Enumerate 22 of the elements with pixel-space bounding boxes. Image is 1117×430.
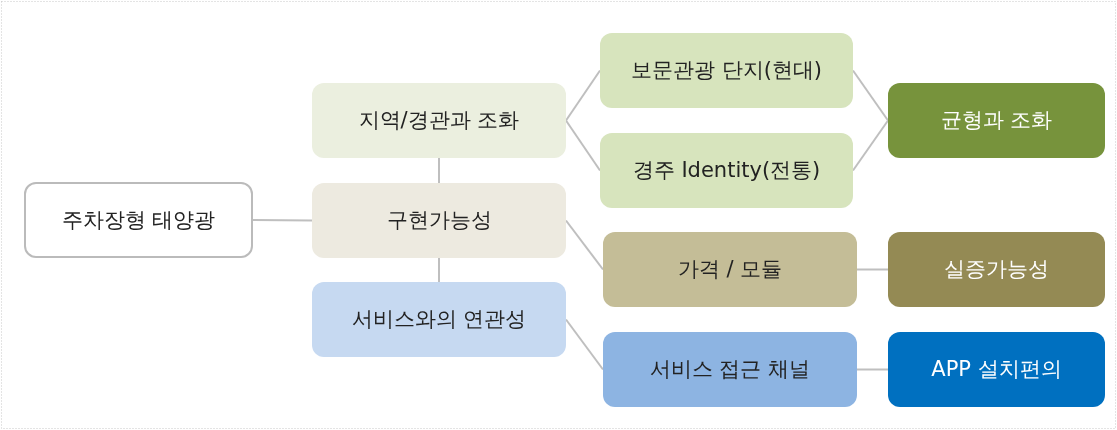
topic-box: APP 설치편의 (888, 332, 1105, 407)
connector-line (852, 119, 889, 172)
topic-box: 실증가능성 (888, 232, 1105, 307)
connector-line (252, 219, 313, 222)
topic-box: 지역/경관과 조화 (312, 83, 566, 158)
topic-box: 경주 Identity(전통) (600, 133, 853, 208)
connector-line (438, 257, 440, 283)
topic-box: 균형과 조화 (888, 83, 1105, 158)
connector-line (856, 268, 889, 271)
connector-line (565, 69, 601, 122)
connector-line (852, 69, 889, 122)
connector-line (565, 318, 604, 371)
topic-box: 서비스와의 연관성 (312, 282, 566, 357)
connector-line (565, 219, 604, 271)
topic-box: 구현가능성 (312, 183, 566, 258)
topic-box: 보문관광 단지(현대) (600, 33, 853, 108)
topic-box: 서비스 접근 채널 (603, 332, 857, 407)
topic-box: 가격 / 모듈 (603, 232, 857, 307)
connector-line (856, 368, 889, 371)
connector-line (565, 119, 601, 172)
connector-line (438, 157, 440, 184)
topic-box: 주차장형 태양광 (24, 182, 253, 258)
